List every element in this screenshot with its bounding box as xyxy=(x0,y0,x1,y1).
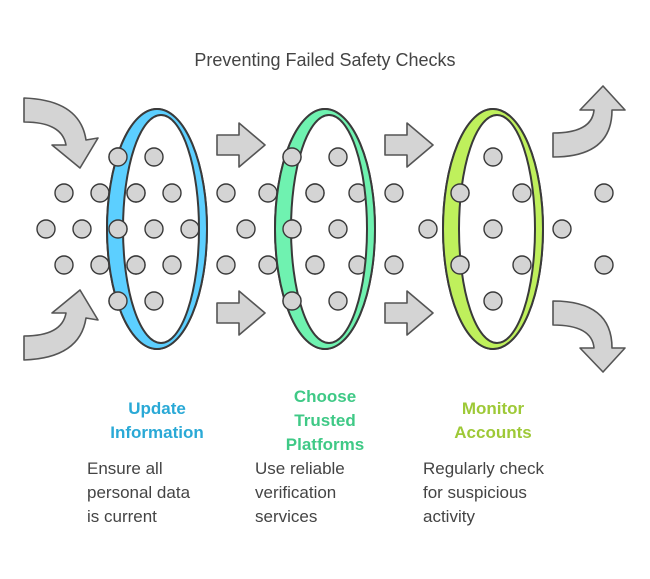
dot-icon xyxy=(72,219,92,239)
dot-icon xyxy=(258,183,278,203)
dot-icon xyxy=(216,255,236,275)
dot-icon xyxy=(483,147,503,167)
dot-icon xyxy=(108,291,128,311)
curved-arrow-out-bottom-icon xyxy=(552,300,626,373)
dot-icon xyxy=(108,219,128,239)
dot-icon xyxy=(282,147,302,167)
dot-icon xyxy=(144,147,164,167)
step-description-monitor-accounts: Regularly check for suspicious activity xyxy=(423,459,544,526)
dot-icon xyxy=(144,291,164,311)
arrow-right-icon xyxy=(384,122,434,168)
dot-icon xyxy=(594,255,614,275)
ring-monitor-accounts-icon xyxy=(441,108,545,350)
dot-icon xyxy=(162,183,182,203)
dot-icon xyxy=(282,219,302,239)
dot-icon xyxy=(54,183,74,203)
dot-icon xyxy=(328,219,348,239)
curved-arrow-out-top-icon xyxy=(552,85,626,158)
dot-icon xyxy=(512,255,532,275)
step-description-choose-trusted-platforms: Use reliable verification services xyxy=(255,459,345,526)
dot-icon xyxy=(594,183,614,203)
arrow-right-icon xyxy=(216,122,266,168)
dot-icon xyxy=(305,255,325,275)
dot-icon xyxy=(483,291,503,311)
dot-icon xyxy=(54,255,74,275)
dot-icon xyxy=(418,219,438,239)
arrow-right-icon xyxy=(216,290,266,336)
dot-icon xyxy=(180,219,200,239)
arrow-right-icon xyxy=(384,290,434,336)
dot-icon xyxy=(450,183,470,203)
dot-icon xyxy=(282,291,302,311)
step-title-choose-trusted-platforms: Choose Trusted Platforms xyxy=(285,387,365,454)
diagram-title: Preventing Failed Safety Checks xyxy=(194,50,456,70)
dot-icon xyxy=(512,183,532,203)
dot-icon xyxy=(126,183,146,203)
dot-icon xyxy=(108,147,128,167)
dot-icon xyxy=(328,147,348,167)
dot-icon xyxy=(328,291,348,311)
dot-icon xyxy=(450,255,470,275)
dot-icon xyxy=(36,219,56,239)
ring-choose-trusted-platforms-icon xyxy=(273,108,377,350)
dot-icon xyxy=(552,219,572,239)
dot-icon xyxy=(483,219,503,239)
dot-icon xyxy=(305,183,325,203)
dot-icon xyxy=(144,219,164,239)
dot-icon xyxy=(236,219,256,239)
ring-update-information-icon xyxy=(105,108,209,350)
dot-icon xyxy=(90,255,110,275)
dot-icon xyxy=(384,255,404,275)
dot-icon xyxy=(126,255,146,275)
step-title-update-information: Update Information xyxy=(110,399,204,442)
dot-icon xyxy=(216,183,236,203)
step-title-monitor-accounts: Monitor Accounts xyxy=(454,399,532,442)
curved-arrow-in-bottom-icon xyxy=(23,289,99,361)
dot-icon xyxy=(384,183,404,203)
dot-icon xyxy=(162,255,182,275)
dot-icon xyxy=(90,183,110,203)
curved-arrow-in-top-icon xyxy=(23,97,99,169)
step-description-update-information: Ensure all personal data is current xyxy=(87,459,191,526)
dot-icon xyxy=(258,255,278,275)
